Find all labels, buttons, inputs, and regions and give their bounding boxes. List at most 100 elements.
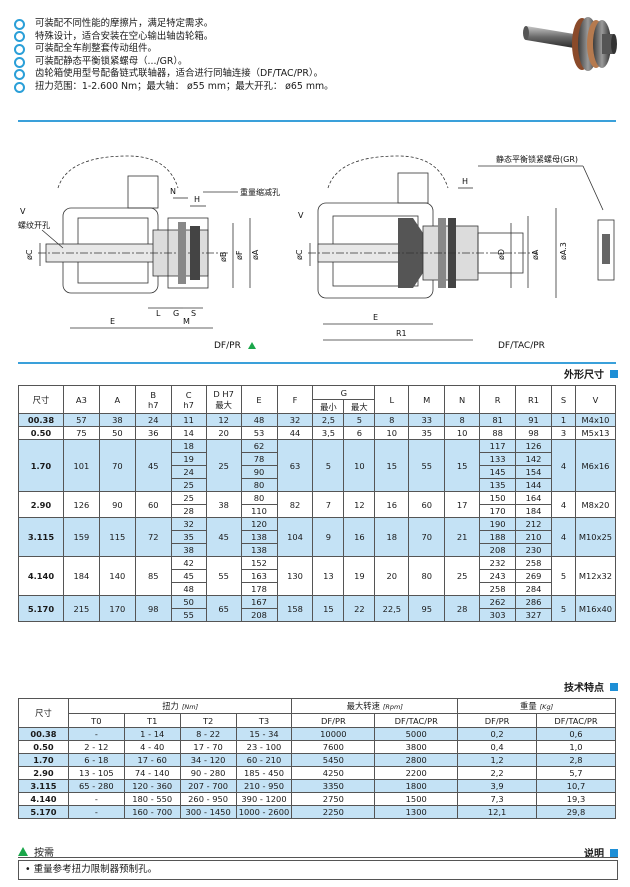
header-cell: F <box>276 385 314 414</box>
table-cell: 23 - 100 <box>235 740 293 754</box>
table-cell: 74 - 140 <box>123 766 181 780</box>
table-cell: 36 <box>134 426 172 440</box>
table-cell: 90 <box>98 491 136 518</box>
bullet-icon <box>14 56 25 68</box>
table-cell: 60 <box>408 491 446 518</box>
size-cell: 1.70 <box>18 439 64 492</box>
table-cell: 152 <box>240 556 278 570</box>
table-cell: 35 <box>170 530 207 544</box>
table-cell: 80 <box>408 556 446 596</box>
table-cell: 13 - 105 <box>67 766 125 780</box>
table-cell: 158 <box>276 595 314 622</box>
header-cell: DF/TAC/PR <box>374 713 459 728</box>
table-cell: - <box>67 792 125 806</box>
table-cell: 25 <box>170 491 207 505</box>
header-cell: T0 <box>67 713 125 728</box>
table-cell: 50 <box>170 595 207 609</box>
table-cell: M5x13 <box>574 426 617 440</box>
table-cell: 164 <box>515 491 552 505</box>
feature-item: 可装配不同性能的摩擦片，满足特定需求。 <box>14 18 484 31</box>
table-cell: 262 <box>479 595 517 609</box>
drawing-label-left: DF/PR <box>214 341 241 351</box>
table-cell: 19 <box>343 556 376 596</box>
table-cell: 45 <box>205 517 242 557</box>
header-sublabel: h7 <box>183 399 194 410</box>
square-icon <box>610 848 618 857</box>
table-cell: 4 <box>551 517 576 557</box>
table-cell: 1,2 <box>457 753 537 767</box>
table-cell: 138 <box>240 543 278 557</box>
table-cell: 98 <box>134 595 172 622</box>
header-cell: A <box>98 385 136 414</box>
table-cell: 10 <box>444 426 481 440</box>
table-cell: 9 <box>312 517 345 557</box>
table-cell: M10x25 <box>574 517 617 557</box>
header-label: C <box>185 389 192 400</box>
table-cell: 5,7 <box>536 766 616 780</box>
dim-v-right: V <box>298 211 304 220</box>
header-cell: DF/PR <box>457 713 537 728</box>
table-cell: - <box>67 805 125 819</box>
header-unit: [Rpm] <box>382 703 403 711</box>
feature-item: 特殊设计，适合安装在空心输出轴齿轮箱。 <box>14 31 484 44</box>
table-cell: 2 - 12 <box>67 740 125 754</box>
header-sublabel: 最大 <box>215 399 232 410</box>
table-cell: 45 <box>134 439 172 492</box>
notes-title: 说明 <box>584 845 618 860</box>
table-cell: 207 - 700 <box>179 779 237 793</box>
table-cell: 12 <box>205 413 242 427</box>
table-cell: 2,5 <box>312 413 345 427</box>
table-cell: 6 - 18 <box>67 753 125 767</box>
table-cell: 126 <box>62 491 100 518</box>
table-cell: 65 <box>205 595 242 622</box>
table-cell: 85 <box>134 556 172 596</box>
bullet-icon <box>14 81 25 93</box>
table-cell: 60 <box>134 491 172 518</box>
table-cell: 25 <box>444 556 481 596</box>
dim-d: øD <box>497 249 506 260</box>
callout-nut: 静态平衡锁紧螺母(GR) <box>496 154 578 164</box>
table-cell: 8 <box>374 413 410 427</box>
table-cell: 0,6 <box>536 727 616 741</box>
table-cell: 126 <box>515 439 552 453</box>
size-cell: 4.140 <box>18 556 64 596</box>
dim-m: M <box>183 317 190 326</box>
table-cell: 7600 <box>291 740 376 754</box>
table-cell: 0,2 <box>457 727 537 741</box>
table-cell: 80 <box>240 478 278 492</box>
table-cell: 5 <box>343 413 376 427</box>
table-cell: 75 <box>62 426 100 440</box>
table-cell: 3800 <box>374 740 459 754</box>
table-cell: 133 <box>479 452 517 466</box>
header-cell: T1 <box>123 713 181 728</box>
table-cell: 184 <box>62 556 100 596</box>
table-cell: 60 - 210 <box>235 753 293 767</box>
table-cell: 16 <box>374 491 410 518</box>
dim-n: N <box>170 187 176 196</box>
table-cell: 22 <box>343 595 376 622</box>
size-cell: 4.140 <box>18 792 69 806</box>
table-cell: 104 <box>276 517 314 557</box>
table-cell: 15 <box>444 439 481 492</box>
table-cell: M8x20 <box>574 491 617 518</box>
table-cell: 4250 <box>291 766 376 780</box>
divider <box>18 120 616 122</box>
header-cell: M <box>408 385 446 414</box>
table-cell: 1000 - 2600 <box>235 805 293 819</box>
header-label: D H7 <box>213 388 234 399</box>
table-cell: 167 <box>240 595 278 609</box>
size-cell: 0.50 <box>18 426 64 440</box>
table-cell: 12 <box>343 491 376 518</box>
table-cell: M4x10 <box>574 413 617 427</box>
technical-drawing: N H V 螺纹开孔 重量缩减孔 øC øB øF øA L G S E M D… <box>18 154 615 351</box>
table-cell: 95 <box>408 595 446 622</box>
dim-r1: R1 <box>396 329 407 338</box>
size-cell: 5.170 <box>18 805 69 819</box>
header-label: 重量 <box>520 701 537 711</box>
table-cell: 258 <box>515 556 552 570</box>
